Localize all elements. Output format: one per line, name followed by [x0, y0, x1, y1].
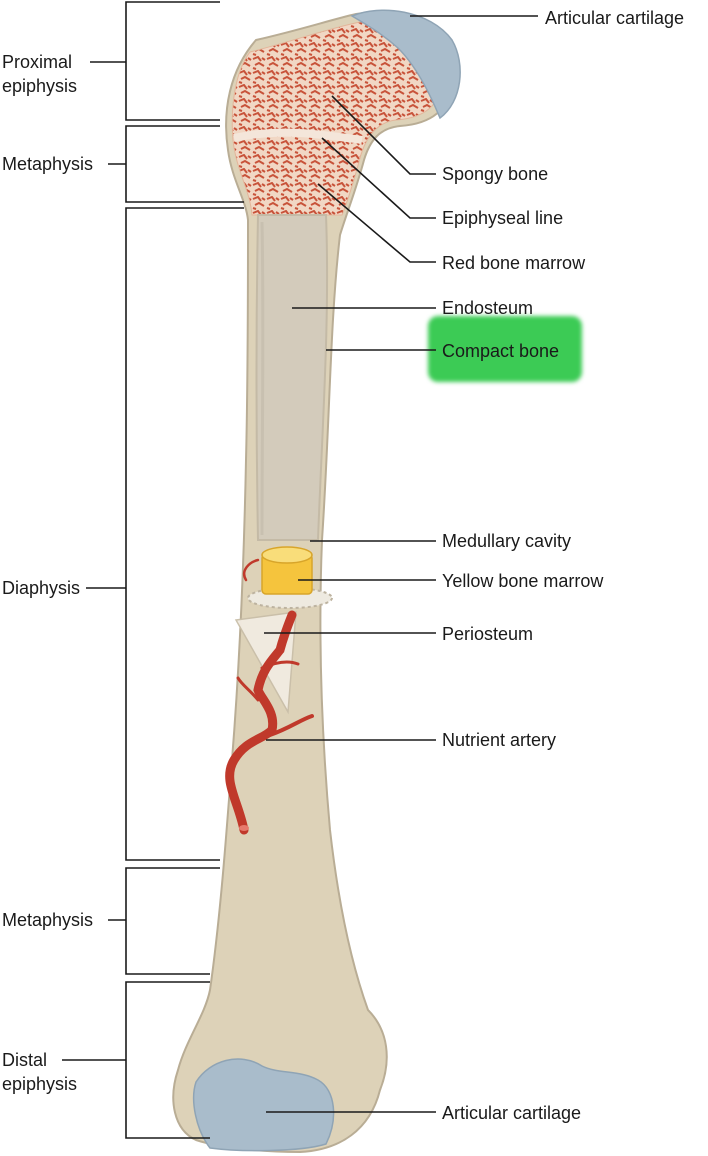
nutrient-artery-vessel: [225, 610, 297, 835]
label-metaphysis-top: Metaphysis: [2, 154, 94, 174]
label-proximal-line2: epiphysis: [2, 76, 78, 96]
label-nutrient-artery: Nutrient artery: [442, 730, 557, 750]
endosteum-lining: [260, 221, 265, 536]
label-metaphysis-bottom: Metaphysis: [2, 910, 94, 930]
epiphyseal-line: [233, 128, 363, 144]
label-proximal-line1: Proximal: [2, 52, 73, 72]
label-articular-cartilage-top: Articular cartilage: [545, 8, 685, 28]
left-brackets: [62, 1, 244, 1139]
label-red-bone-marrow: Red bone marrow: [442, 253, 586, 273]
label-distal-line1: Distal: [2, 1050, 48, 1070]
label-endosteum: Endosteum: [442, 298, 534, 318]
label-distal-line2: epiphysis: [2, 1074, 78, 1094]
label-periosteum: Periosteum: [442, 624, 534, 644]
label-yellow-bone-marrow: Yellow bone marrow: [442, 571, 604, 591]
label-spongy-bone: Spongy bone: [442, 164, 549, 184]
label-epiphyseal-line: Epiphyseal line: [442, 208, 564, 228]
label-articular-cartilage-bottom: Articular cartilage: [442, 1103, 582, 1123]
label-medullary-cavity: Medullary cavity: [442, 531, 572, 551]
medullary-cavity-cut: [255, 214, 329, 541]
spongy-bone-area: [231, 20, 441, 216]
label-proximal-epiphysis: Proximal epiphysis: [2, 50, 77, 98]
label-distal-epiphysis: Distal epiphysis: [2, 1048, 77, 1096]
label-diaphysis: Diaphysis: [2, 578, 81, 598]
label-compact-bone: Compact bone: [442, 341, 560, 361]
right-leaders: [264, 15, 538, 1113]
articular-cartilage-bottom: [192, 1058, 335, 1152]
compact-bone-highlight: [428, 316, 582, 382]
